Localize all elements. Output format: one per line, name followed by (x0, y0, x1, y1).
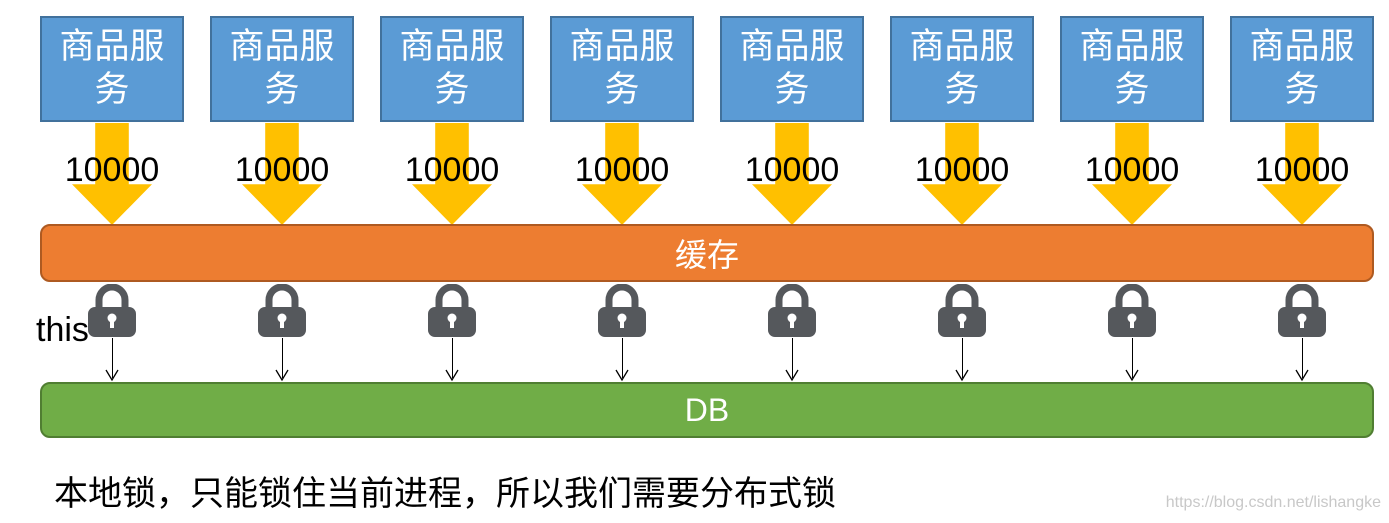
caption-text: 本地锁，只能锁住当前进程，所以我们需要分布式锁 (54, 474, 836, 514)
request-count: 10000 (1254, 151, 1350, 189)
padlock-icon (938, 284, 986, 337)
connector-arrowhead (275, 369, 289, 382)
service-box: 商品服务 (210, 16, 354, 122)
connector-arrowhead (615, 369, 629, 382)
service-box: 商品服务 (890, 16, 1034, 122)
padlock-icon (1108, 284, 1156, 337)
service-box: 商品服务 (1230, 16, 1374, 122)
service-label: 商品服务 (59, 27, 165, 110)
service-label: 商品服务 (909, 27, 1015, 110)
connector-arrowhead (955, 369, 969, 382)
service-label: 商品服务 (569, 27, 675, 110)
request-count: 10000 (234, 151, 330, 189)
request-count: 10000 (64, 151, 160, 189)
service-box: 商品服务 (380, 16, 524, 122)
cache-bar: 缓存 (40, 224, 1374, 282)
padlock-icon (768, 284, 816, 337)
service-label: 商品服务 (739, 27, 845, 110)
connector-line (1132, 338, 1133, 378)
service-label: 商品服务 (1079, 27, 1185, 110)
connector-arrowhead (445, 369, 459, 382)
padlock-icon (258, 284, 306, 337)
request-count: 10000 (744, 151, 840, 189)
service-box: 商品服务 (720, 16, 864, 122)
connector-arrowhead (1295, 369, 1309, 382)
db-label: DB (684, 391, 730, 428)
db-bar: DB (40, 382, 1374, 438)
request-count: 10000 (914, 151, 1010, 189)
cache-label: 缓存 (674, 236, 739, 274)
connector-arrowhead (105, 369, 119, 382)
connector-line (962, 338, 963, 378)
connector-line (1302, 338, 1303, 378)
connector-line (112, 338, 113, 378)
service-box: 商品服务 (40, 16, 184, 122)
padlock-icon (598, 284, 646, 337)
this-label: this (36, 311, 89, 349)
service-label: 商品服务 (229, 27, 335, 110)
connector-arrowhead (1125, 369, 1139, 382)
request-count: 10000 (574, 151, 670, 189)
service-label: 商品服务 (1249, 27, 1355, 110)
service-box: 商品服务 (1060, 16, 1204, 122)
request-count: 10000 (404, 151, 500, 189)
service-label: 商品服务 (399, 27, 505, 110)
watermark-text: https://blog.csdn.net/lishangke (1165, 494, 1381, 511)
padlock-icon (88, 284, 136, 337)
connector-arrowhead (785, 369, 799, 382)
connector-line (792, 338, 793, 378)
request-count: 10000 (1084, 151, 1180, 189)
connector-line (452, 338, 453, 378)
connector-line (282, 338, 283, 378)
padlock-icon (428, 284, 476, 337)
service-box: 商品服务 (550, 16, 694, 122)
padlock-icon (1278, 284, 1326, 337)
connector-line (622, 338, 623, 378)
